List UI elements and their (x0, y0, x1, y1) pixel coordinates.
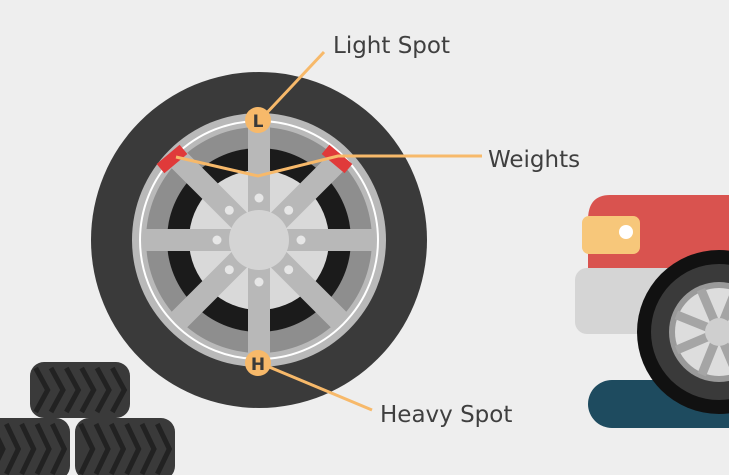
lug-nut (284, 205, 294, 215)
tread-chevron (124, 422, 142, 475)
hub (229, 210, 289, 270)
heavy-spot-leader (261, 362, 373, 412)
tread-chevron (78, 422, 96, 475)
tread-chevron (93, 422, 111, 475)
leader-lines (175, 50, 482, 412)
light-spot-marker-letter: L (253, 112, 264, 132)
tread-chevron (64, 366, 82, 414)
tread-chevron (34, 422, 52, 475)
lug-nut (254, 277, 264, 287)
car-front (575, 195, 729, 428)
lug-nut (224, 265, 234, 275)
heavy-spot-marker-letter: H (251, 355, 265, 375)
heavy-spot-label: Heavy Spot (380, 402, 513, 428)
car-wheel (637, 250, 729, 414)
tread-chevron (110, 366, 128, 414)
light-spot-leader (260, 50, 326, 120)
weights-label: Weights (488, 147, 581, 173)
tread-chevron (48, 366, 66, 414)
lug-nut (284, 265, 294, 275)
tread-chevron (155, 422, 173, 475)
lug-nuts (212, 193, 306, 287)
tread-chevron (94, 366, 112, 414)
tread-chevron (33, 366, 51, 414)
lug-nut (224, 205, 234, 215)
tread-chevron (4, 422, 22, 475)
tread-chevron (19, 422, 37, 475)
lug-nut (254, 193, 264, 203)
weight-right (321, 144, 353, 174)
tread-chevron (139, 422, 157, 475)
tread-chevron (0, 436, 6, 462)
tread-chevron (79, 366, 97, 414)
light-spot-marker: L (245, 107, 271, 133)
weight-left (156, 144, 188, 174)
headlight-bulb (619, 225, 633, 239)
heavy-spot-marker: H (245, 350, 271, 376)
tread-chevron (50, 422, 68, 475)
weights-leader (175, 154, 482, 178)
light-spot-label: Light Spot (333, 33, 450, 59)
tread-chevron (109, 422, 127, 475)
tire-stack (0, 362, 175, 475)
lug-nut (212, 235, 222, 245)
lug-nut (296, 235, 306, 245)
